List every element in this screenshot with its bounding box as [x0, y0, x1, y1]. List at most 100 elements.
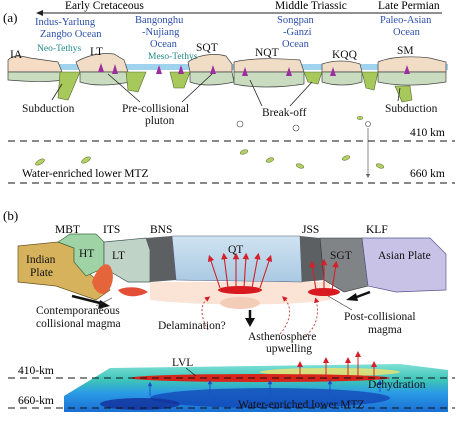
block-qt — [171, 235, 303, 283]
ann-contemp-1: Contemporaneous — [36, 305, 120, 317]
ocean-song-2: -Ganzi — [283, 27, 312, 38]
upwell-1 — [201, 296, 211, 331]
pluton-lt-2 — [112, 64, 118, 74]
slab-meso-1 — [125, 71, 147, 93]
pluton-nqt-2 — [286, 67, 292, 76]
pluton-meso-2 — [178, 65, 184, 74]
delamination-arrowhead — [245, 318, 255, 327]
leader-lvl — [185, 367, 197, 377]
ann-precol-2: pluton — [145, 115, 175, 127]
qt-magma-pool — [218, 286, 262, 294]
fault-zone-bns — [146, 236, 176, 282]
mtz-labels: LVL Dehydration Water-enriched lower MTZ — [172, 357, 426, 411]
ocean-paleo-1: Paleo-Asian — [380, 15, 432, 26]
slab-neo-tethys — [57, 71, 81, 101]
block-labels: Indian Plate HT LT QT SGT Asian Plate — [26, 244, 431, 279]
terrane-sm-lower — [377, 71, 447, 86]
ann-contemp-2: collisional magma — [36, 318, 121, 330]
label-lt: LT — [90, 46, 103, 58]
time-arrow-head — [36, 10, 43, 16]
bubble-2 — [292, 124, 300, 132]
bubbles-a — [236, 120, 371, 132]
indian-push-arrowhead — [98, 300, 110, 309]
mtz-deep-blue-2 — [100, 398, 180, 410]
slab-paleo-asian — [361, 71, 379, 91]
pluton-sm-1 — [404, 65, 410, 74]
pluton-lt-1 — [98, 63, 104, 72]
terrane-ia-lower — [7, 71, 65, 82]
collisional-magma-pool — [118, 287, 148, 297]
time-early-cretaceous: Early Cretaceous — [65, 0, 144, 12]
slab-meso-2 — [169, 71, 191, 89]
ann-subduction-right: Subduction — [385, 103, 438, 115]
frag-4 — [265, 157, 275, 163]
asian-plate — [361, 237, 447, 293]
slabs-a — [57, 71, 413, 103]
terrane-lt-lower — [79, 71, 131, 86]
label-indian-1: Indian — [26, 254, 56, 266]
qt-arrow-5 — [251, 252, 261, 289]
terrane-sm — [377, 56, 447, 73]
slab-fragments — [35, 116, 385, 169]
block-sgt — [319, 237, 369, 293]
qt-arrow-6 — [259, 254, 273, 289]
mtz-label-b: Water-enriched lower MTZ — [238, 399, 365, 411]
lvl-yellow — [260, 368, 400, 376]
qt-arrow-4 — [242, 252, 250, 289]
panel-b: (b) MBT ITS BNS JSS KLF — [3, 208, 455, 412]
lvl-arrows — [297, 351, 377, 376]
frag-5 — [295, 163, 305, 169]
label-ht: HT — [79, 248, 94, 260]
ann-precol-1: Pre-collisional — [122, 103, 189, 115]
terrane-kqq — [321, 60, 363, 73]
asian-push-arrowhead — [346, 293, 358, 301]
annotations-b: Contemporaneous collisional magma Delami… — [36, 305, 416, 355]
label-lt-b: LT — [112, 250, 125, 262]
label-indian-2: Plate — [30, 267, 53, 279]
leader-breakoff-1 — [249, 79, 263, 107]
pluton-nqt-1 — [242, 67, 248, 76]
bubble-3 — [365, 121, 371, 127]
terrane-sqt — [187, 54, 233, 73]
time-middle-triassic: Middle Triassic — [275, 0, 347, 12]
sgt-magma-arrows — [309, 258, 339, 291]
ann-asthen-2: upwelling — [266, 343, 312, 355]
upwell-3 — [299, 297, 320, 341]
depth-660-label-a: 660 km — [410, 168, 445, 180]
depth-660-label-b: 660-km — [18, 395, 54, 407]
ocean-indus-2: Zangbo Ocean — [40, 29, 102, 40]
frag-1 — [35, 158, 45, 166]
frag-8 — [356, 116, 364, 120]
ocean-labels: Indus-Yarlung Zangbo Ocean Bangonghu -Nu… — [35, 15, 432, 50]
label-lvl: LVL — [172, 357, 193, 369]
sgt-arrow-3 — [331, 260, 339, 291]
leader-contemp — [95, 297, 113, 307]
sgt-arrow-1 — [309, 260, 317, 291]
tethys-labels: Neo-Tethys Meso-Tethys — [37, 44, 198, 62]
leader-precol-1 — [107, 73, 141, 103]
ocean-indus-1: Indus-Yarlung — [35, 17, 96, 28]
slab-songpan — [303, 71, 323, 85]
frag-6 — [341, 155, 351, 161]
leader-breakoff-2 — [289, 81, 313, 107]
terrane-kqq-lower — [321, 71, 363, 86]
ocean-bang-2: -Nujiang — [142, 27, 180, 38]
label-neo-tethys: Neo-Tethys — [37, 44, 81, 54]
time-late-permian: Late Permian — [378, 0, 440, 12]
ocean-bang-1: Bangonghu — [135, 15, 184, 26]
panel-a: (a) Early Cretaceous Middle Triassic Lat… — [3, 0, 455, 184]
indian-push-arrow — [71, 294, 105, 306]
ann-delamination: Delamination? — [158, 320, 226, 332]
leaders-a — [51, 73, 401, 107]
fault-klf: KLF — [366, 224, 388, 236]
label-sm: SM — [397, 45, 414, 57]
ocean-song-1: Songpan — [277, 15, 315, 26]
depth-410-label-a: 410 km — [410, 127, 445, 139]
label-sqt: SQT — [196, 42, 218, 54]
ann-postcol-1: Post-collisional — [344, 311, 416, 323]
upwell-2 — [279, 296, 290, 335]
pluton-meso-1 — [156, 65, 162, 74]
fault-zone-jss — [300, 236, 324, 282]
contemporaneous-magma — [92, 264, 113, 294]
